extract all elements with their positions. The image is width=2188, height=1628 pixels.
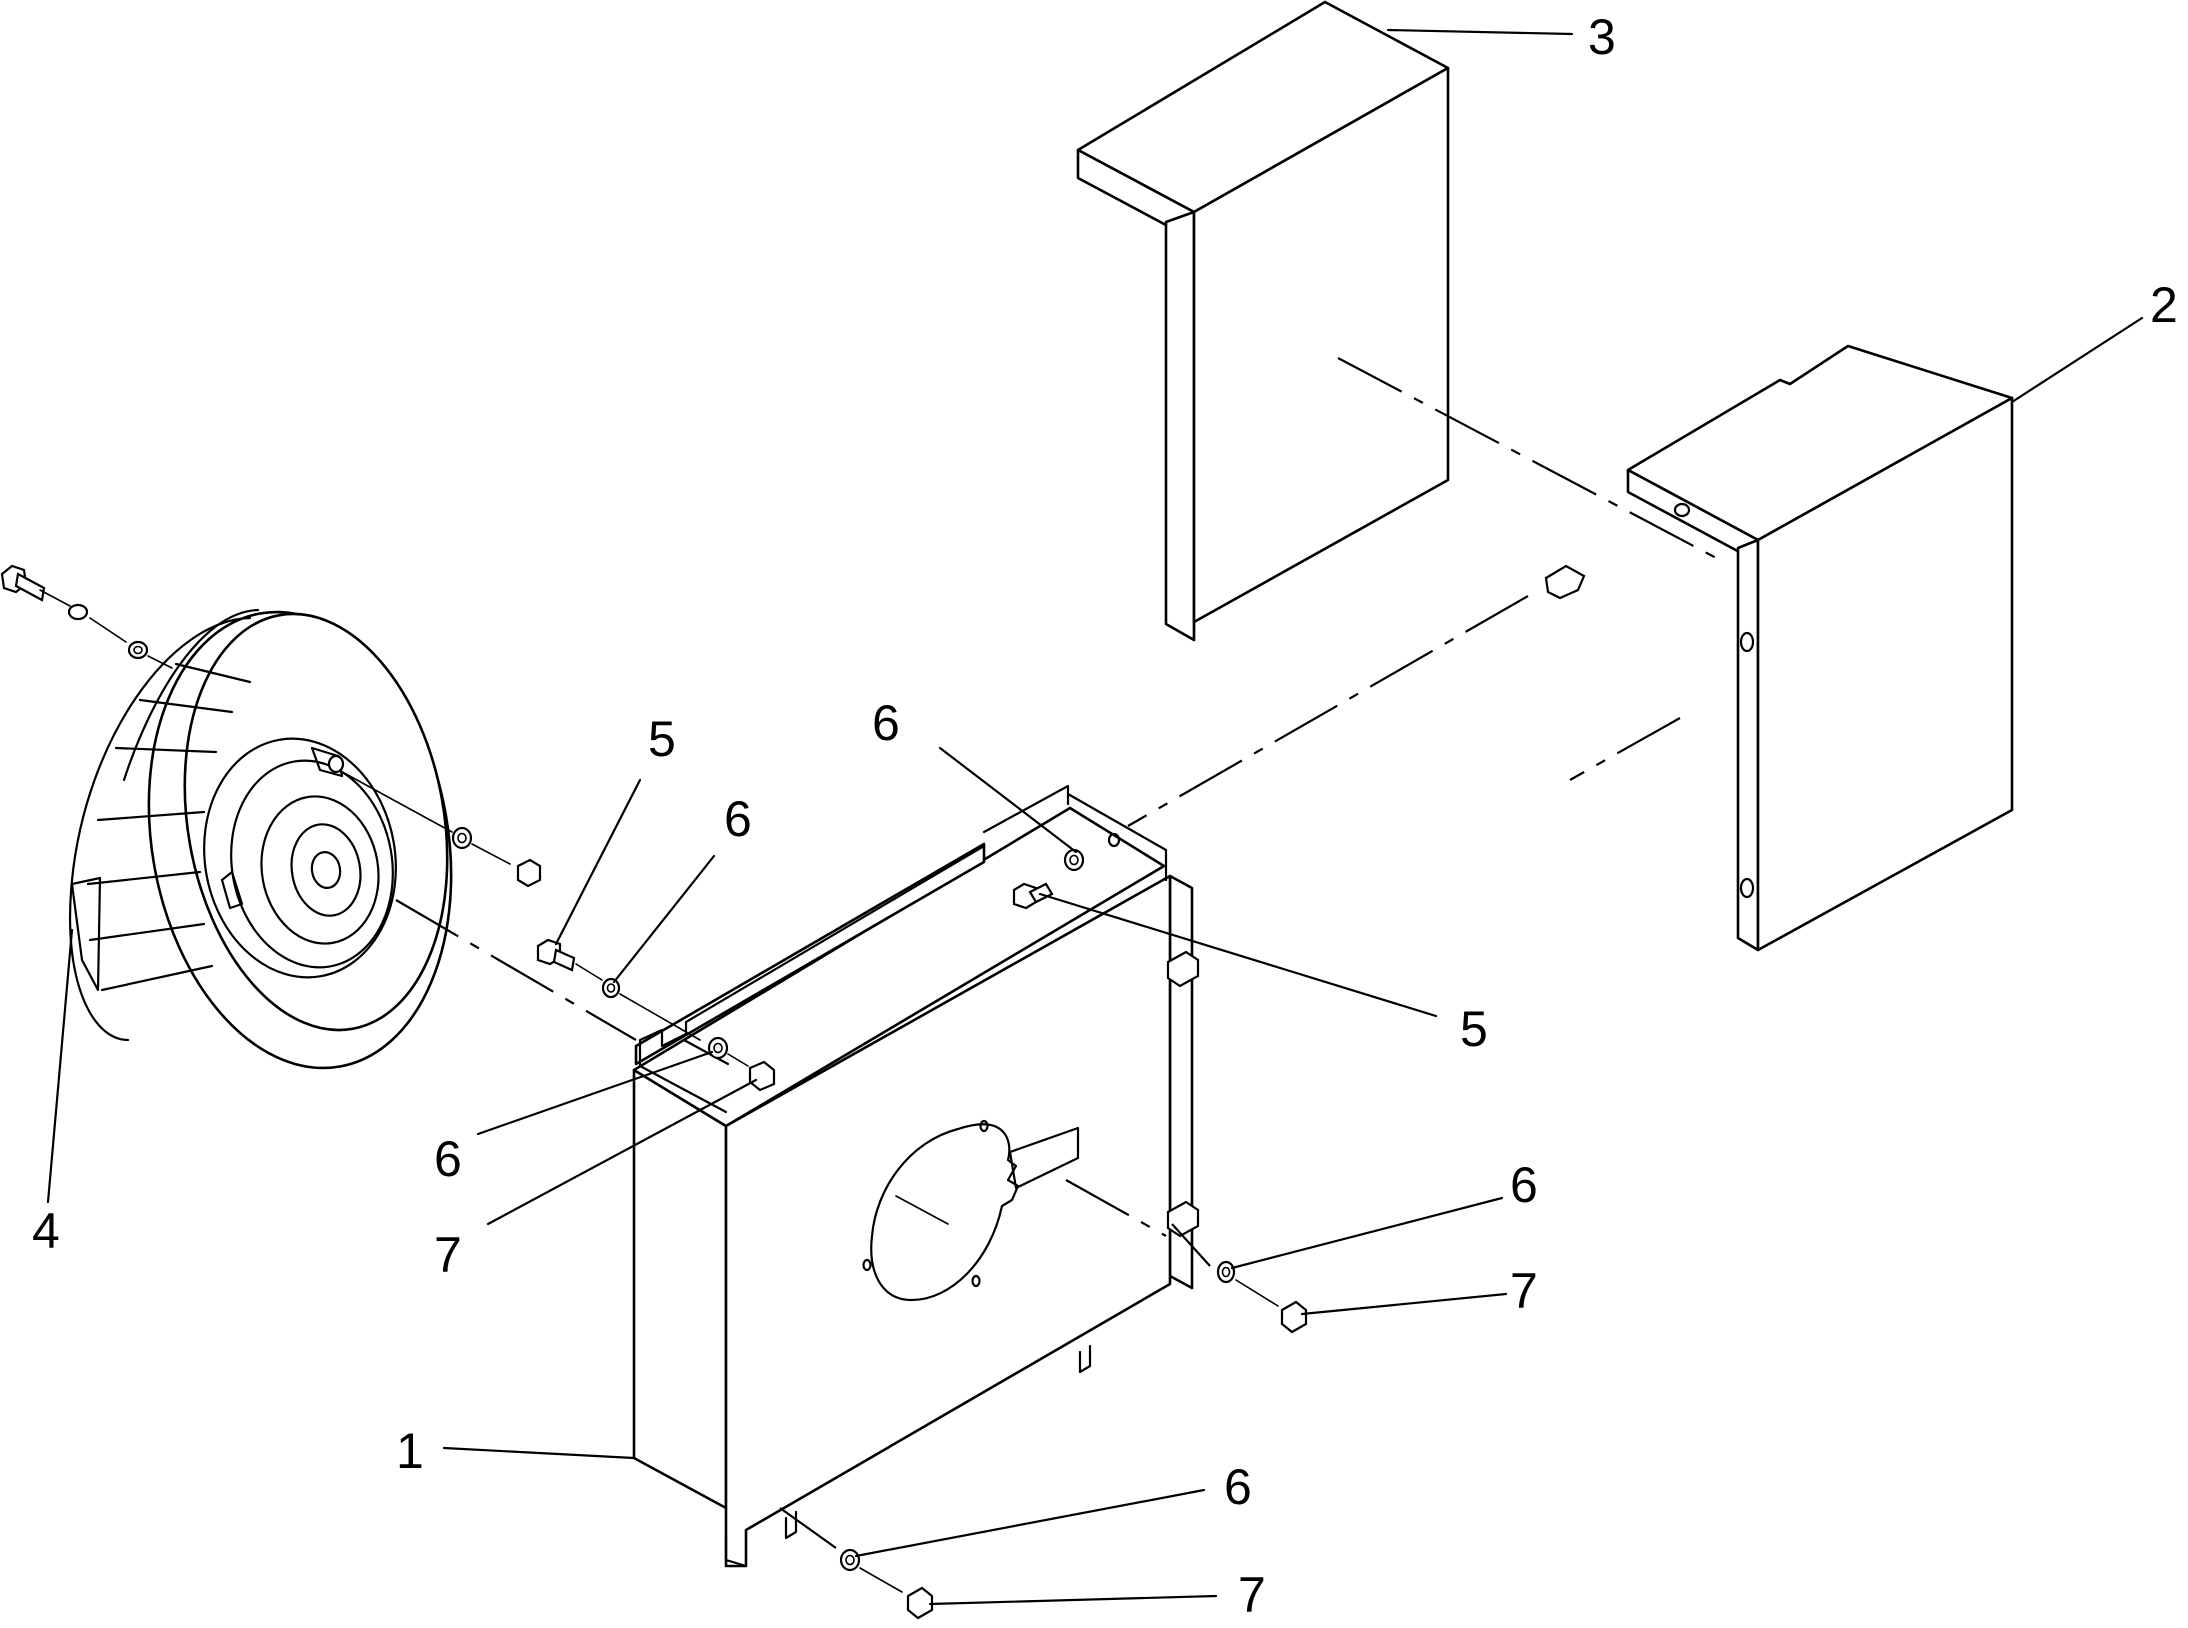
- callout-6-left-lower: 6: [434, 1131, 462, 1187]
- nut: [748, 1060, 776, 1092]
- washer: [707, 1036, 729, 1060]
- callout-1: 1: [396, 1423, 424, 1479]
- nut: [1280, 1300, 1308, 1334]
- callout-6-top: 6: [872, 695, 900, 751]
- callout-7-left: 7: [434, 1227, 462, 1283]
- washer: [1216, 1260, 1236, 1284]
- washer: [1063, 848, 1085, 872]
- washer: [601, 977, 621, 999]
- callout-4: 4: [32, 1203, 60, 1259]
- blower-housing-part: [632, 784, 1200, 1568]
- bolt-5-right: [1012, 882, 1054, 910]
- plug-nut: [1544, 564, 1586, 600]
- callout-6-bottom: 6: [1224, 1459, 1252, 1515]
- callout-5-left: 5: [648, 711, 676, 767]
- callout-6-right: 6: [1510, 1157, 1538, 1213]
- callout-7-right: 7: [1510, 1263, 1538, 1319]
- callout-5-right: 5: [1460, 1001, 1488, 1057]
- nut: [516, 858, 542, 888]
- bolt-top-left: [0, 564, 46, 602]
- callout-6-left-upper: 6: [724, 791, 752, 847]
- washer: [839, 1548, 861, 1572]
- leader-lines: [46, 28, 2144, 1606]
- bolt-5-left: [536, 938, 576, 972]
- side-cover-part: [1626, 344, 2014, 952]
- nut: [906, 1586, 934, 1620]
- blower-wheel-part: [68, 608, 453, 1070]
- callout-2: 2: [2150, 277, 2178, 333]
- callout-7-bottom: 7: [1238, 1567, 1266, 1623]
- hardware-fasteners: [0, 564, 1586, 1620]
- assembly-centerlines: [39, 357, 1721, 1593]
- callout-3: 3: [1588, 9, 1616, 65]
- washer: [451, 826, 473, 850]
- top-cover-part: [1076, 0, 1450, 642]
- washer: [127, 640, 149, 660]
- washer: [67, 603, 89, 621]
- callout-labels: 3 2 4 5 6 6 5 6 7 6 7 1 6 7: [32, 9, 2178, 1623]
